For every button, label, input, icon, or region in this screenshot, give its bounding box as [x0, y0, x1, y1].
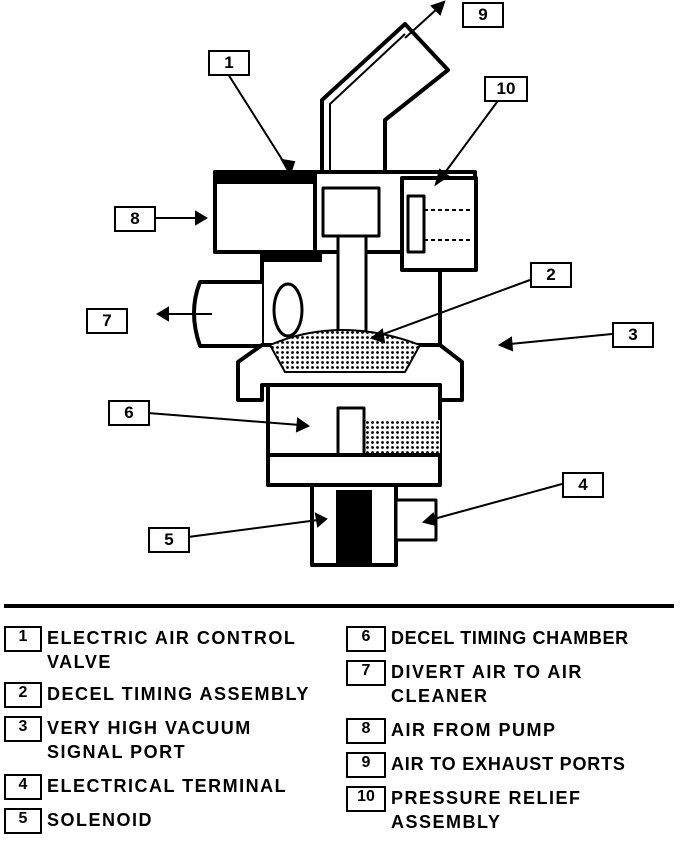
legend-item-4: 4 ELECTRICAL TERMINAL [4, 774, 287, 800]
legend-label: ELECTRIC AIR CONTROL VALVE [47, 628, 297, 672]
legend-label: PRESSURE RELIEF ASSEMBLY [391, 788, 582, 832]
valve-stem [321, 186, 381, 238]
legend-item-10: 10 PRESSURE RELIEF ASSEMBLY [346, 786, 582, 834]
callout-3: 3 [612, 322, 654, 348]
legend-number: 5 [4, 808, 42, 834]
callout-10: 10 [484, 76, 528, 102]
legend-item-6: 6 DECEL TIMING CHAMBER [346, 626, 629, 652]
legend-divider [4, 604, 674, 608]
legend-label: DECEL TIMING ASSEMBLY [47, 684, 310, 704]
callout-5: 5 [148, 527, 190, 553]
outlet-pipe [320, 22, 450, 172]
legend-item-7: 7 DIVERT AIR TO AIR CLEANER [346, 660, 583, 708]
legend-label: AIR FROM PUMP [391, 720, 557, 740]
legend-label: DECEL TIMING CHAMBER [391, 628, 629, 648]
legend-item-2: 2 DECEL TIMING ASSEMBLY [4, 682, 310, 708]
legend-item-5: 5 SOLENOID [4, 808, 153, 834]
legend-number: 8 [346, 718, 386, 744]
callout-6: 6 [108, 400, 150, 426]
legend-label: VERY HIGH VACUUM SIGNAL PORT [47, 718, 252, 762]
callout-4: 4 [562, 472, 604, 498]
base-flange [266, 453, 442, 487]
legend-item-9: 9 AIR TO EXHAUST PORTS [346, 752, 626, 778]
legend-number: 7 [346, 660, 386, 686]
legend-number: 2 [4, 682, 42, 708]
callout-8: 8 [114, 206, 156, 232]
legend-item-1: 1 ELECTRIC AIR CONTROL VALVE [4, 626, 296, 674]
legend-number: 4 [4, 774, 42, 800]
legend-label: SOLENOID [47, 810, 154, 830]
legend-item-3: 3 VERY HIGH VACUUM SIGNAL PORT [4, 716, 252, 764]
legend-item-8: 8 AIR FROM PUMP [346, 718, 557, 744]
legend-number: 6 [346, 626, 386, 652]
callout-1: 1 [208, 50, 250, 76]
legend-label: AIR TO EXHAUST PORTS [391, 754, 626, 774]
legend-number: 10 [346, 786, 386, 812]
callout-7: 7 [86, 308, 128, 334]
legend-number: 9 [346, 752, 386, 778]
callout-2: 2 [530, 262, 572, 288]
valve-cutaway-diagram [147, 0, 613, 567]
legend-label: DIVERT AIR TO AIR CLEANER [391, 662, 583, 706]
legend-number: 3 [4, 716, 42, 742]
callout-9: 9 [462, 2, 504, 28]
legend-label: ELECTRICAL TERMINAL [47, 776, 288, 796]
legend-number: 1 [4, 626, 42, 652]
